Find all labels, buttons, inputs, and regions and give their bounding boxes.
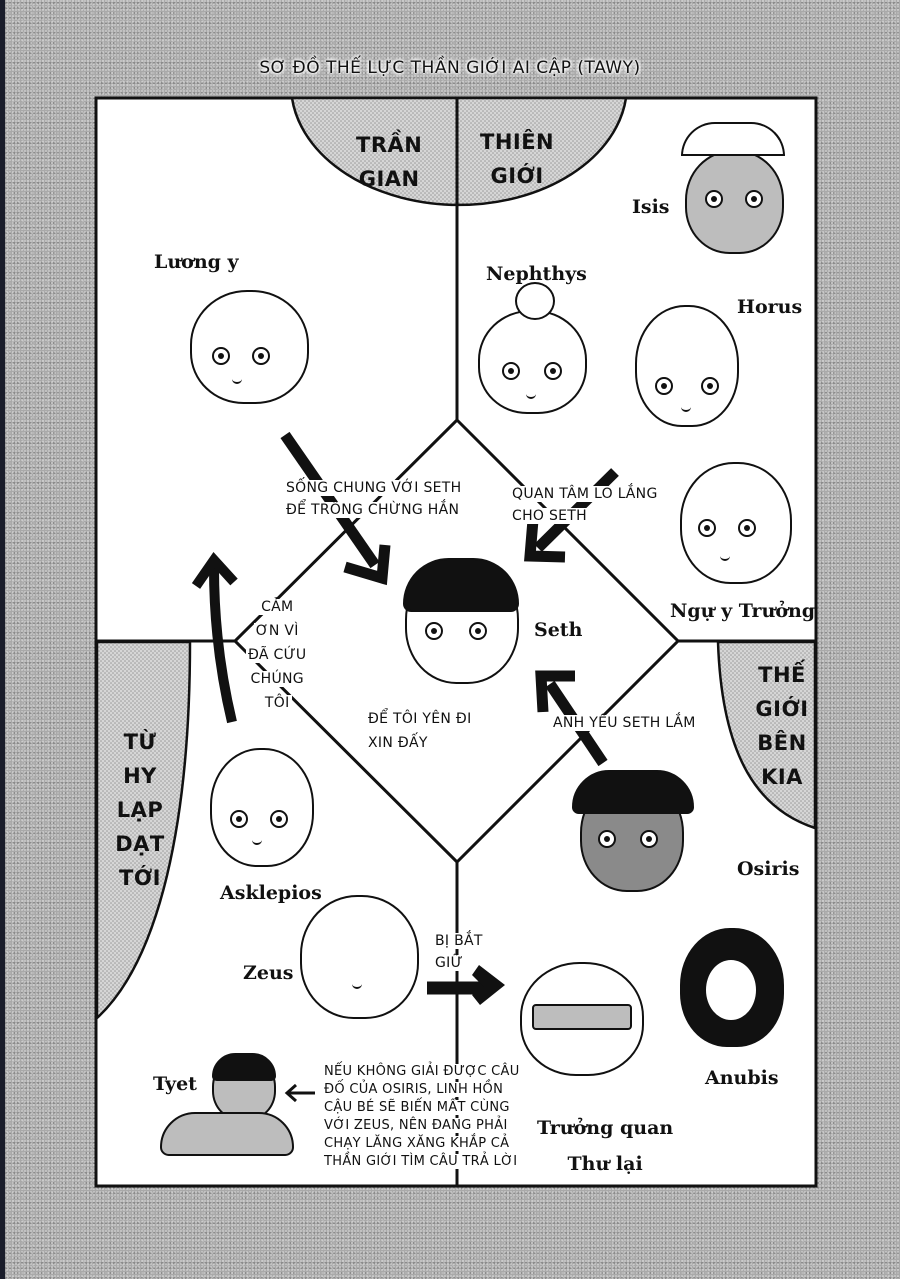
zeus-portrait <box>300 895 419 1019</box>
note-tyet-explanation: NẾU KHÔNG GIẢI ĐƯỢC CÂU ĐỐ CỦA OSIRIS, L… <box>322 1064 522 1169</box>
truong-quan-portrait <box>520 962 644 1076</box>
osiris-portrait <box>572 770 694 892</box>
page-title: SƠ ĐỒ THẾ LỰC THẦN GIỚI AI CẬP (TAWY) <box>259 58 641 78</box>
center-diamond <box>232 417 681 865</box>
name-osiris: Osiris <box>737 858 800 880</box>
name-asklepios: Asklepios <box>220 882 322 904</box>
arrow-asklepios-up <box>191 551 238 724</box>
name-nephthys: Nephthys <box>486 263 587 285</box>
luong-y-portrait <box>190 290 309 404</box>
nephthys-portrait <box>478 282 587 414</box>
note-zeus-captured: BỊ BẮT GIỮ <box>433 933 485 971</box>
arrow-zeus-captured <box>427 965 505 1005</box>
note-asklepios-thanks: CẢM ƠN VÌ ĐÃ CỨU CHÚNG TÔI <box>246 599 309 711</box>
name-seth: Seth <box>534 619 583 641</box>
ngu-y-truong-portrait <box>680 462 792 584</box>
note-seth-quote: ĐỂ TÔI YÊN ĐI XIN ĐẤY <box>368 711 472 751</box>
name-anubis: Anubis <box>705 1067 779 1089</box>
name-ngu-y-truong: Ngự y Trưởng <box>670 600 816 622</box>
note-osiris-to-seth: ANH YÊU SETH LẮM <box>551 715 698 731</box>
page-edge <box>0 0 5 1279</box>
arrow-to-tyet <box>284 1083 315 1103</box>
note-ngu-y-to-seth: QUAN TÂM LO LẮNG CHO SETH <box>510 486 660 524</box>
name-zeus: Zeus <box>243 962 294 984</box>
name-isis: Isis <box>632 196 670 218</box>
right-region-shape <box>716 640 817 830</box>
arrow-luongy-to-seth <box>280 431 391 586</box>
left-region-shape <box>95 640 192 1021</box>
tyet-portrait <box>212 1053 276 1121</box>
seth-portrait <box>403 558 519 684</box>
anubis-portrait <box>680 928 784 1047</box>
note-luong-y-to-seth: SỐNG CHUNG VỚI SETH ĐỂ TRÔNG CHỪNG HẮN <box>284 480 464 518</box>
name-horus: Horus <box>737 296 803 318</box>
tyet-wings <box>160 1112 294 1156</box>
name-luong-y: Lương y <box>154 251 239 273</box>
isis-portrait <box>681 122 785 254</box>
name-tyet: Tyet <box>153 1073 197 1095</box>
asklepios-portrait <box>210 748 314 867</box>
top-region-shape <box>290 96 628 207</box>
horus-portrait <box>635 305 739 427</box>
